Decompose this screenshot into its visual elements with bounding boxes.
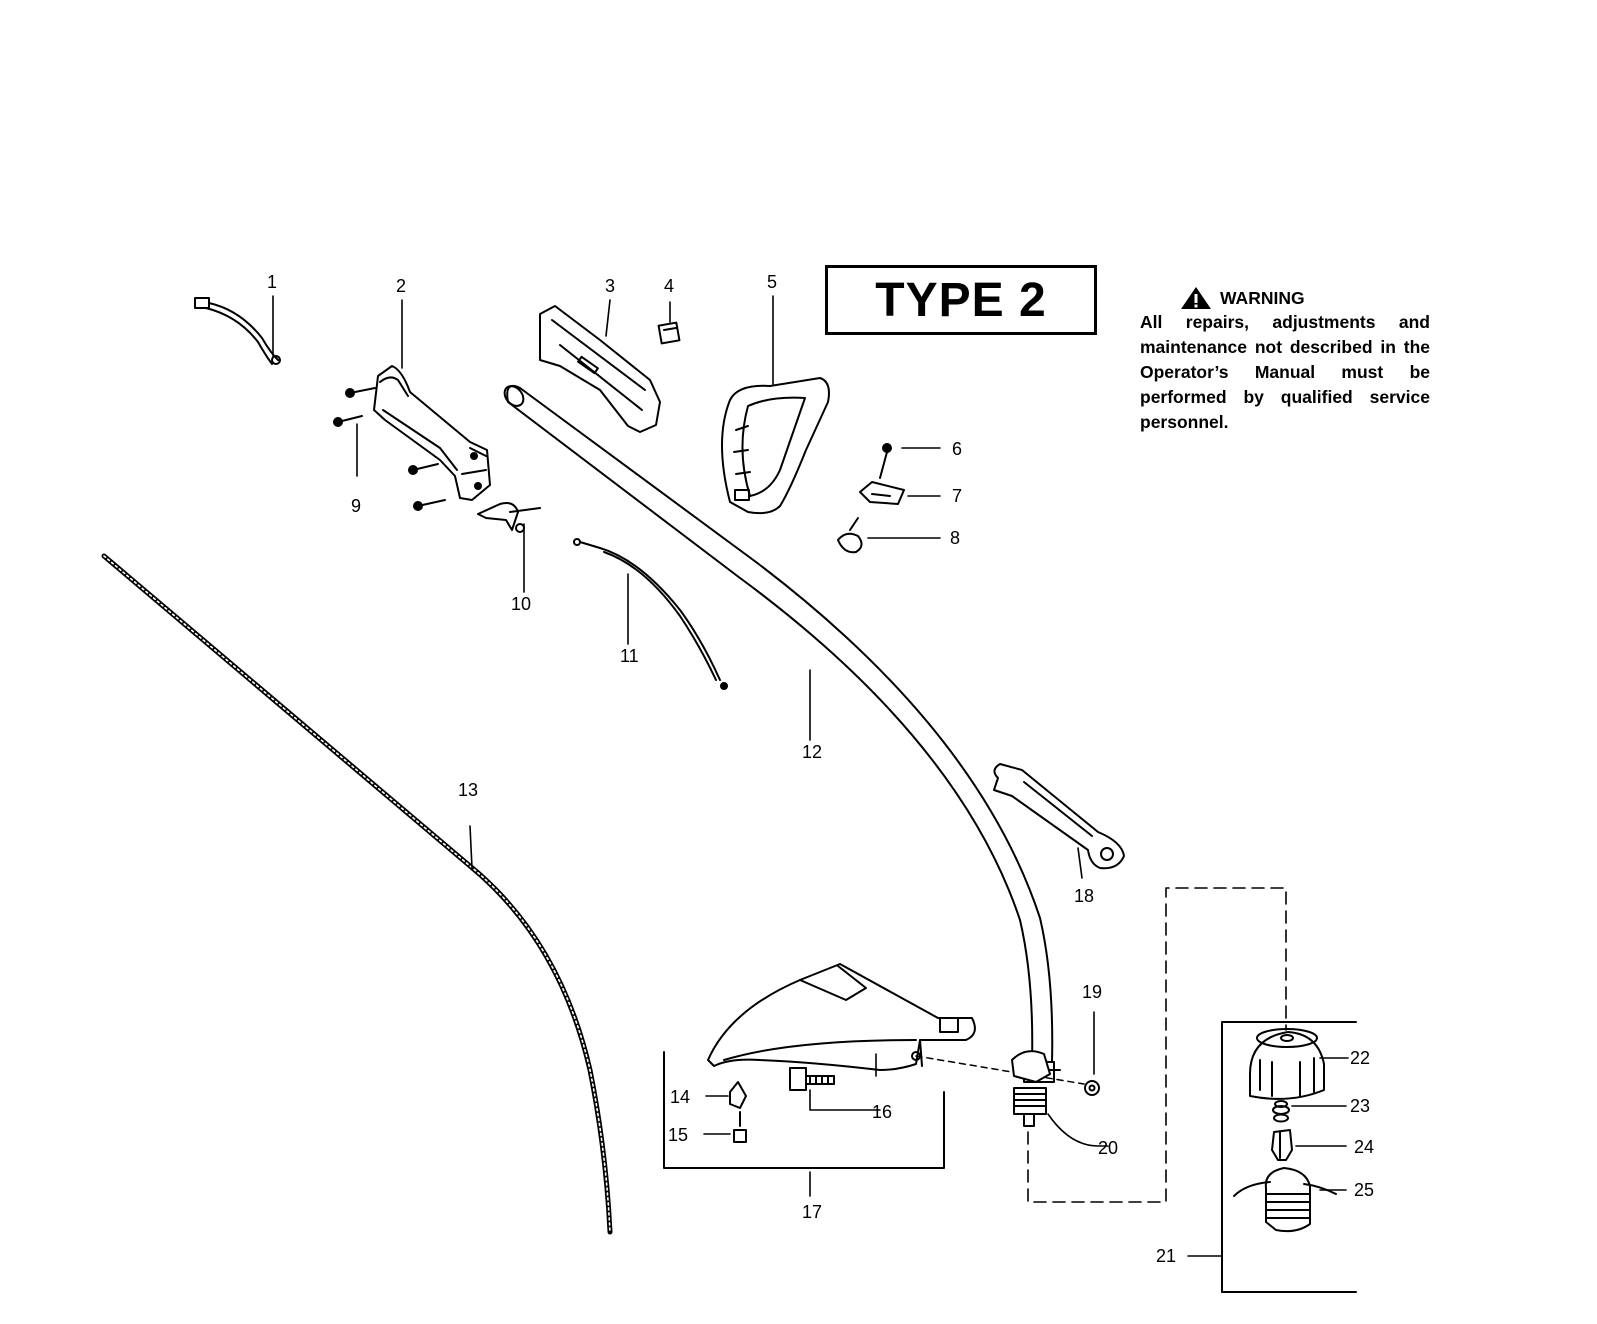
callout-3: 3 [605,276,615,296]
part-14-clip [729,1081,747,1109]
part-20-clamp [1011,1050,1051,1127]
callout-numbers: 1 2 3 4 5 6 7 8 9 10 11 12 13 14 15 16 1… [267,272,1374,1266]
warning-heading-row: WARNING [1180,286,1430,310]
part-1-wire-lead [194,297,281,365]
part-3-handle-cover [539,305,661,433]
part-16-bolt [789,1067,835,1091]
callout-12: 12 [802,742,822,762]
callout-4: 4 [664,276,674,296]
part-22-spool-cover [1249,1028,1325,1100]
callout-21: 21 [1156,1246,1176,1266]
type-label-box: TYPE 2 [825,265,1097,335]
part-6-bolt [879,443,892,479]
part-5-loop-handle [721,377,830,515]
callout-8: 8 [950,528,960,548]
part-25-spool [1233,1167,1337,1233]
callout-15: 15 [668,1125,688,1145]
leader-lines [272,295,1349,1257]
part-23-spring [1272,1100,1290,1123]
part-19-nut [1084,1080,1100,1096]
callout-17: 17 [802,1202,822,1222]
callout-22: 22 [1350,1048,1370,1068]
callout-13: 13 [458,780,478,800]
callout-6: 6 [952,439,962,459]
part-2-handle-housing [373,365,491,501]
part-10-throttle-trigger [477,502,541,533]
callout-23: 23 [1350,1096,1370,1116]
part-4-switch [657,321,681,345]
warning-triangle-icon [1181,287,1211,309]
callout-24: 24 [1354,1137,1374,1157]
warning-notice: WARNING All repairs, adjustments and mai… [1140,286,1430,435]
callout-25: 25 [1354,1180,1374,1200]
warning-body: All repairs, adjustments and maintenance… [1140,312,1430,432]
callout-18: 18 [1074,886,1094,906]
callout-19: 19 [1082,982,1102,1002]
part-15-screw [733,1111,747,1143]
callout-20: 20 [1098,1138,1118,1158]
part-17-debris-shield [707,963,976,1071]
callout-7: 7 [952,486,962,506]
callout-2: 2 [396,276,406,296]
callout-11: 11 [620,646,639,666]
callout-14: 14 [670,1087,690,1107]
callout-10: 10 [511,594,531,614]
part-8-wing-nut [837,517,863,554]
part-13-flex-shaft [101,553,613,1235]
warning-heading: WARNING [1220,287,1305,308]
part-7-bracket [859,481,905,505]
callout-5: 5 [767,272,777,292]
callout-16: 16 [872,1102,892,1122]
part-24-eyelet [1271,1129,1293,1161]
type-label: TYPE 2 [875,273,1047,327]
part-18-wrench [993,763,1125,870]
callout-1: 1 [267,272,277,292]
part-9-screws [333,387,446,511]
callout-9: 9 [351,496,361,516]
part-11-throttle-cable [573,538,728,690]
